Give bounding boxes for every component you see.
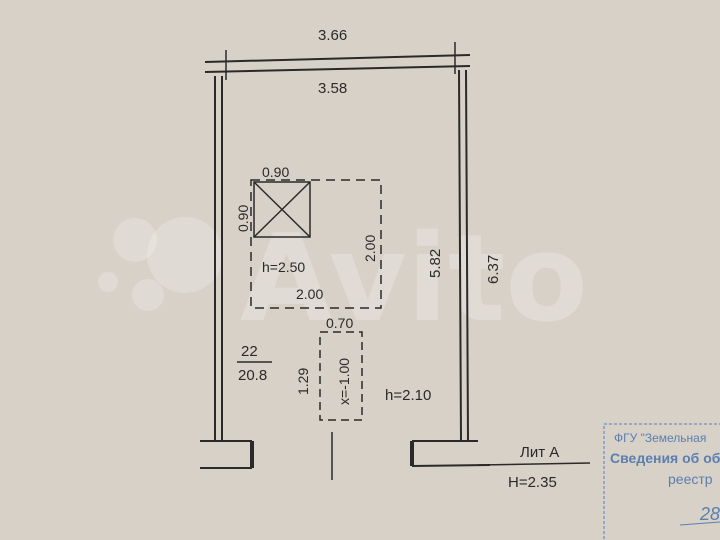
room-height-label: h=2.10: [385, 387, 431, 404]
registry-stamp: ФГУ "Земельная Сведения об об реестр 28: [603, 423, 720, 540]
stamp-border: [603, 423, 720, 540]
right-wall-inner: [458, 69, 462, 443]
outer-length-label: 6.37: [485, 255, 502, 284]
cellar-length-label: 2.00: [362, 235, 378, 262]
area-denominator: 20.8: [238, 367, 267, 384]
area-numerator: 22: [241, 343, 258, 360]
stamp-line-1: ФГУ "Земельная: [614, 431, 706, 445]
outer-width-label: 3.66: [318, 27, 347, 44]
stamp-line-3: реестр: [668, 471, 713, 487]
watermark-dot-small: [132, 279, 164, 311]
bottom-wall-right-bottom: [411, 464, 491, 467]
pit-side-label: 0.90: [235, 205, 251, 232]
pit: [253, 181, 311, 238]
stamp-number: 28: [699, 504, 720, 524]
right-wall-outer: [465, 69, 469, 443]
watermark-dot-tiny: [98, 272, 118, 292]
building-height-label: H=2.35: [508, 474, 557, 491]
pit-cross-2: [253, 181, 311, 238]
watermark: Avito: [98, 210, 588, 349]
cellar-width-label: 2.00: [296, 286, 323, 302]
cellar-height-label: h=2.50: [262, 259, 305, 275]
watermark-dot-large: [147, 217, 223, 293]
top-dimension: [204, 42, 471, 80]
watermark-text: Avito: [240, 210, 588, 349]
stamp-number-underline: [679, 521, 720, 526]
building-leader-line: [477, 462, 591, 466]
watermark-dot-medium: [113, 218, 157, 262]
top-dim-line-2: [204, 65, 471, 73]
hatch-outline: [319, 331, 363, 421]
hatch-length-label: 1.29: [295, 368, 311, 395]
hatch-depth-label: x=-1.00: [336, 358, 352, 405]
hatch-rect: [319, 331, 363, 421]
cellar-rect: [250, 179, 382, 309]
pit-box: [253, 181, 311, 238]
inner-length-label: 5.82: [427, 249, 444, 278]
building-letter-label: Лит А: [520, 444, 559, 461]
inner-width-label: 3.58: [318, 80, 347, 97]
top-dim-line-1: [204, 54, 471, 63]
cellar-outline: [250, 179, 382, 309]
pit-top-label: 0.90: [262, 164, 289, 180]
hatch-width-label: 0.70: [326, 315, 353, 331]
stamp-line-2: Сведения об об: [610, 450, 720, 466]
walls: [200, 69, 591, 480]
